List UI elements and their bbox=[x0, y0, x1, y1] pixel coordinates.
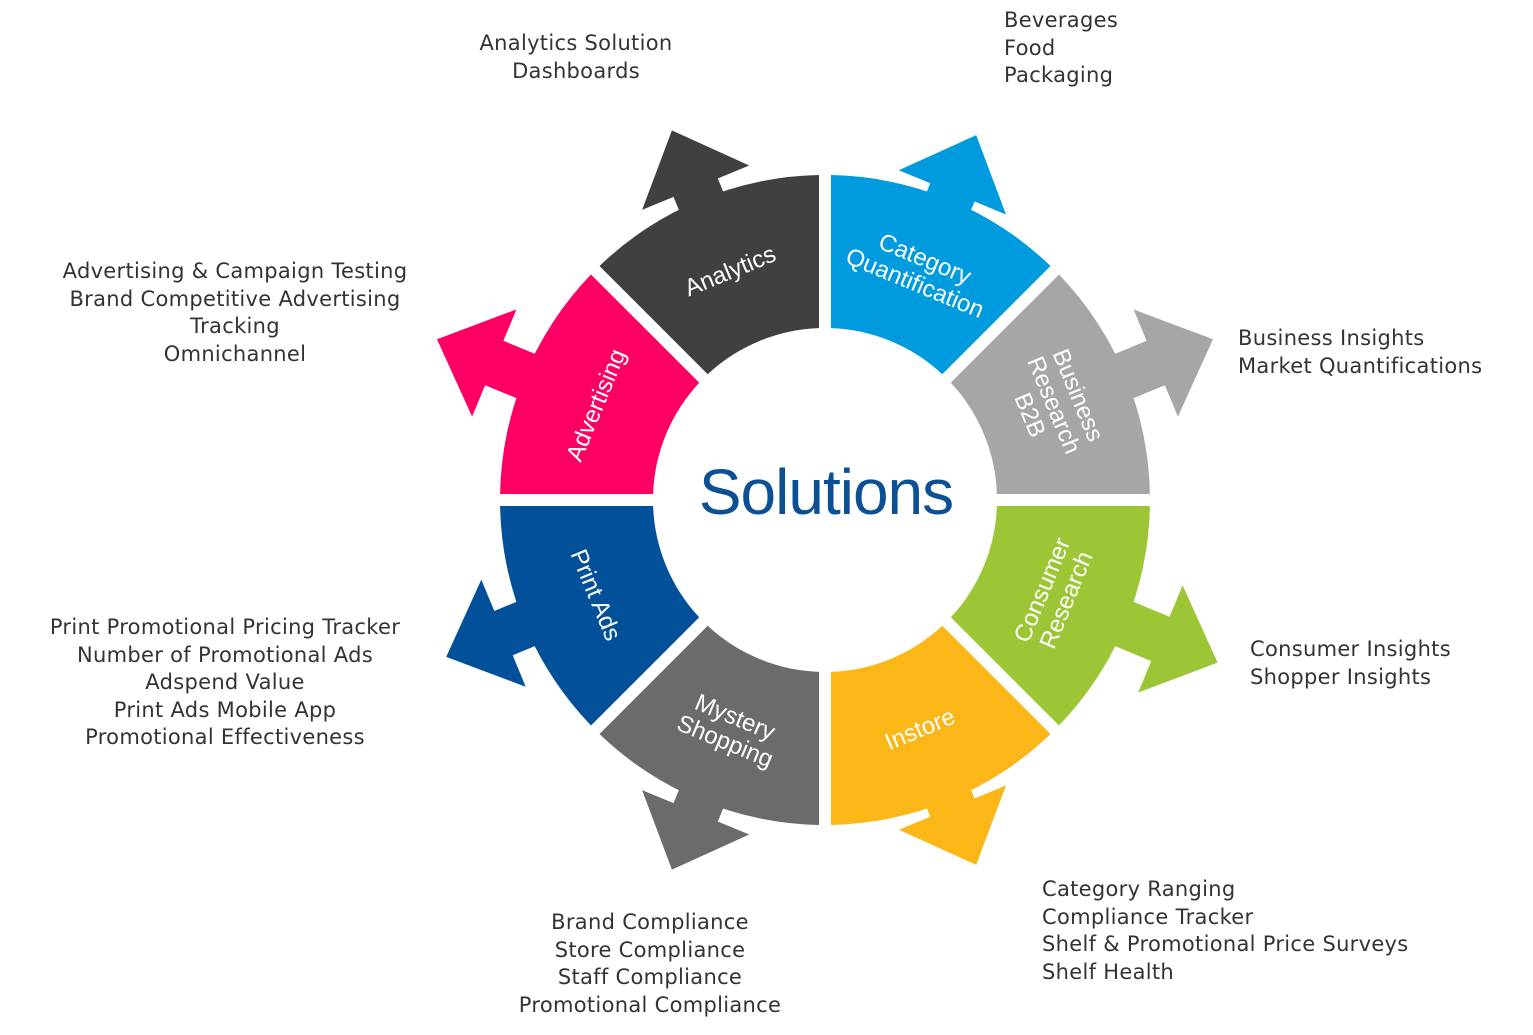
desc-item: Omnichannel bbox=[163, 341, 307, 366]
segments-layer bbox=[500, 175, 1150, 825]
desc-item: Consumer Insights bbox=[1250, 637, 1451, 661]
desc-item: Promotional Compliance bbox=[518, 992, 782, 1017]
desc-analytics: Analytics Solution Dashboards bbox=[446, 30, 706, 85]
desc-item: Food bbox=[1004, 35, 1056, 60]
desc-item: Market Quantifications bbox=[1238, 353, 1483, 378]
desc-item: Promotional Effectiveness bbox=[85, 725, 365, 749]
segment-print-ads bbox=[500, 505, 700, 726]
desc-item: Store Compliance bbox=[554, 937, 746, 962]
desc-item: Advertising & Campaign Testing bbox=[62, 259, 408, 283]
desc-item: Analytics Solution bbox=[479, 31, 673, 55]
desc-item: Dashboards bbox=[512, 58, 640, 83]
desc-advertising: Advertising & Campaign Testing Brand Com… bbox=[30, 258, 440, 368]
desc-print-ads: Print Promotional Pricing Tracker Number… bbox=[20, 614, 430, 752]
segment-instore bbox=[830, 625, 1051, 825]
desc-item: Business Insights bbox=[1238, 326, 1425, 350]
desc-item: Beverages bbox=[1004, 8, 1119, 32]
desc-business-research: Business Insights Market Quantifications bbox=[1238, 325, 1482, 380]
desc-item: Print Ads Mobile App bbox=[113, 697, 337, 722]
desc-item: Packaging bbox=[1004, 63, 1114, 87]
segment-category-quantification bbox=[830, 175, 1051, 375]
desc-item: Compliance Tracker bbox=[1042, 904, 1254, 929]
desc-item: Print Promotional Pricing Tracker bbox=[49, 615, 401, 639]
desc-item: Staff Compliance bbox=[557, 965, 743, 989]
desc-item: Brand Competitive Advertising bbox=[69, 286, 401, 311]
desc-item: Number of Promotional Ads bbox=[77, 642, 373, 667]
segment-analytics bbox=[599, 175, 820, 375]
desc-item: Category Ranging bbox=[1042, 877, 1236, 901]
segment-consumer-research bbox=[950, 505, 1150, 726]
desc-item: Adspend Value bbox=[145, 670, 305, 694]
center-title: Solutions bbox=[699, 456, 953, 528]
segment-advertising bbox=[500, 274, 700, 495]
desc-consumer-research: Consumer Insights Shopper Insights bbox=[1250, 636, 1451, 691]
desc-item: Shelf & Promotional Price Surveys bbox=[1042, 932, 1409, 956]
segment-mystery-shopping bbox=[599, 625, 820, 825]
segment-business-research bbox=[950, 274, 1150, 495]
desc-category-quantification: Beverages Food Packaging bbox=[1004, 7, 1118, 90]
desc-item: Brand Compliance bbox=[551, 910, 749, 934]
desc-item: Shelf Health bbox=[1042, 959, 1175, 984]
desc-item: Tracking bbox=[190, 314, 280, 338]
desc-item: Shopper Insights bbox=[1250, 664, 1432, 689]
desc-instore: Category Ranging Compliance Tracker Shel… bbox=[1042, 876, 1409, 986]
desc-mystery-shopping: Brand Compliance Store Compliance Staff … bbox=[490, 909, 810, 1019]
